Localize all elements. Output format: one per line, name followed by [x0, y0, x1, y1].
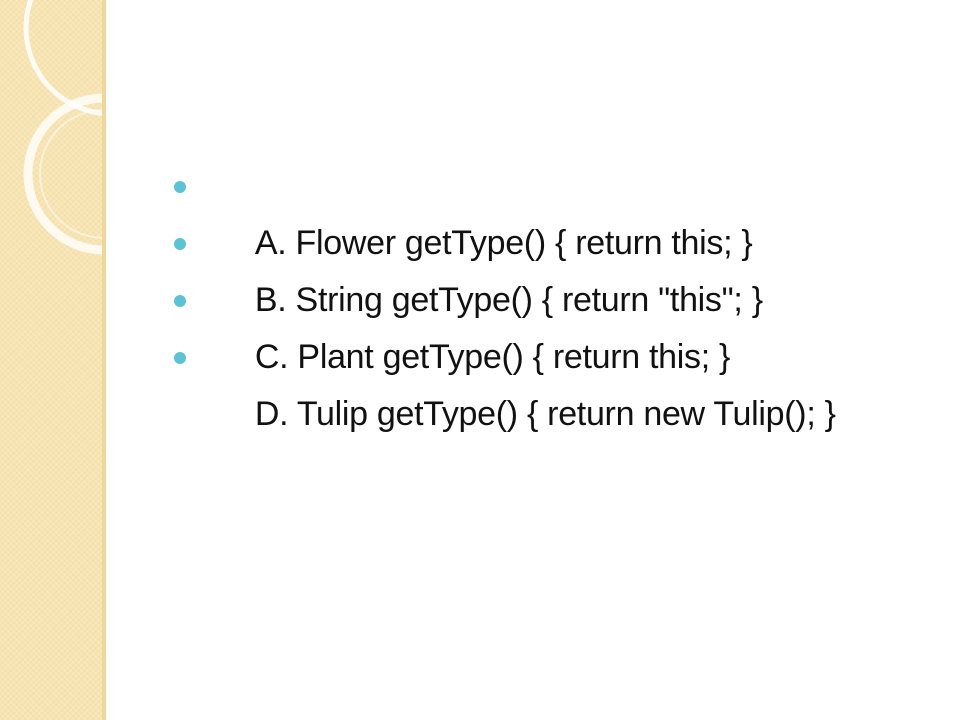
- answer-options-list: A. Flower getType() { return this; } B. …: [172, 158, 836, 433]
- bullet-dot-icon: [174, 181, 186, 193]
- option-d-text: D. Tulip getType() { return new Tulip();…: [254, 395, 836, 433]
- option-c: C. Plant getType() { return this; }: [172, 272, 836, 376]
- decorative-side-panel: [0, 0, 104, 720]
- bullet-dot-icon: [174, 295, 186, 307]
- option-c-text: C. Plant getType() { return this; }: [254, 338, 731, 376]
- bullet-dot-icon: [174, 352, 186, 364]
- option-b-text: B. String getType() { return "this"; }: [254, 281, 763, 319]
- option-a: A. Flower getType() { return this; }: [172, 158, 836, 262]
- option-b: B. String getType() { return "this"; }: [172, 215, 836, 319]
- bullet-dot-icon: [174, 238, 186, 250]
- panel-edge: [102, 0, 106, 720]
- ring-ornament-icon: [23, 0, 104, 255]
- option-d: D. Tulip getType() { return new Tulip();…: [172, 329, 836, 433]
- option-a-text: A. Flower getType() { return this; }: [254, 224, 753, 262]
